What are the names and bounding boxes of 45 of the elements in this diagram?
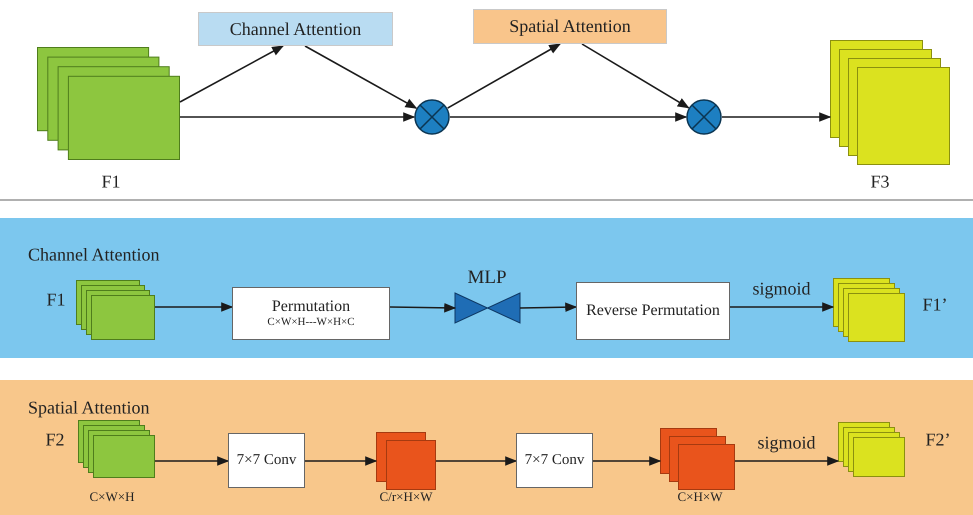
arrow [390,303,456,313]
arrow [520,302,578,312]
process-box [228,433,305,488]
edge-label: sigmoid [758,432,816,454]
edge-label: sigmoid [752,278,810,300]
dimension-label: C×W×H [90,489,134,505]
attention-box [198,12,393,46]
arrow [436,456,518,466]
feature-label: F3 [870,172,890,192]
process-box [232,287,390,340]
box-label: Reverse Permutation [586,302,720,320]
arrow [450,112,688,122]
box-label: Channel Attention [230,18,362,40]
arrow [305,456,378,466]
arrow [447,43,562,109]
dimension-label: C/r×H×W [380,489,432,505]
arrow [730,302,834,312]
box-label: 7×7 Conv [236,452,296,470]
feature-label: F2 [46,430,64,450]
feature-label: F1 [102,172,120,192]
box-label: Spatial Attention [509,16,631,37]
feature-label: F2’ [926,430,950,450]
feature-label: F1 [46,290,66,310]
dimension-label: C×W×H---W×H×C [267,316,355,330]
panel-background [0,218,973,358]
process-box [516,433,593,488]
panel-background [0,380,973,515]
arrow [735,456,840,466]
arrow [180,112,416,122]
panel-title: Spatial Attention [28,398,150,418]
arrow [180,45,284,103]
arrow [582,43,690,108]
attention-box [473,9,667,44]
arrow [155,302,234,312]
arrow [155,456,230,466]
arrow [722,112,832,122]
panel-title: Channel Attention [28,244,160,266]
process-box [576,282,730,340]
dimension-label: C×H×W [678,489,722,505]
arrow [593,456,662,466]
box-label: 7×7 Conv [524,452,584,470]
box-label: Permutation [272,298,350,316]
feature-label: F1’ [922,294,948,316]
arrow [304,45,418,109]
feature-label: MLP [467,267,507,289]
